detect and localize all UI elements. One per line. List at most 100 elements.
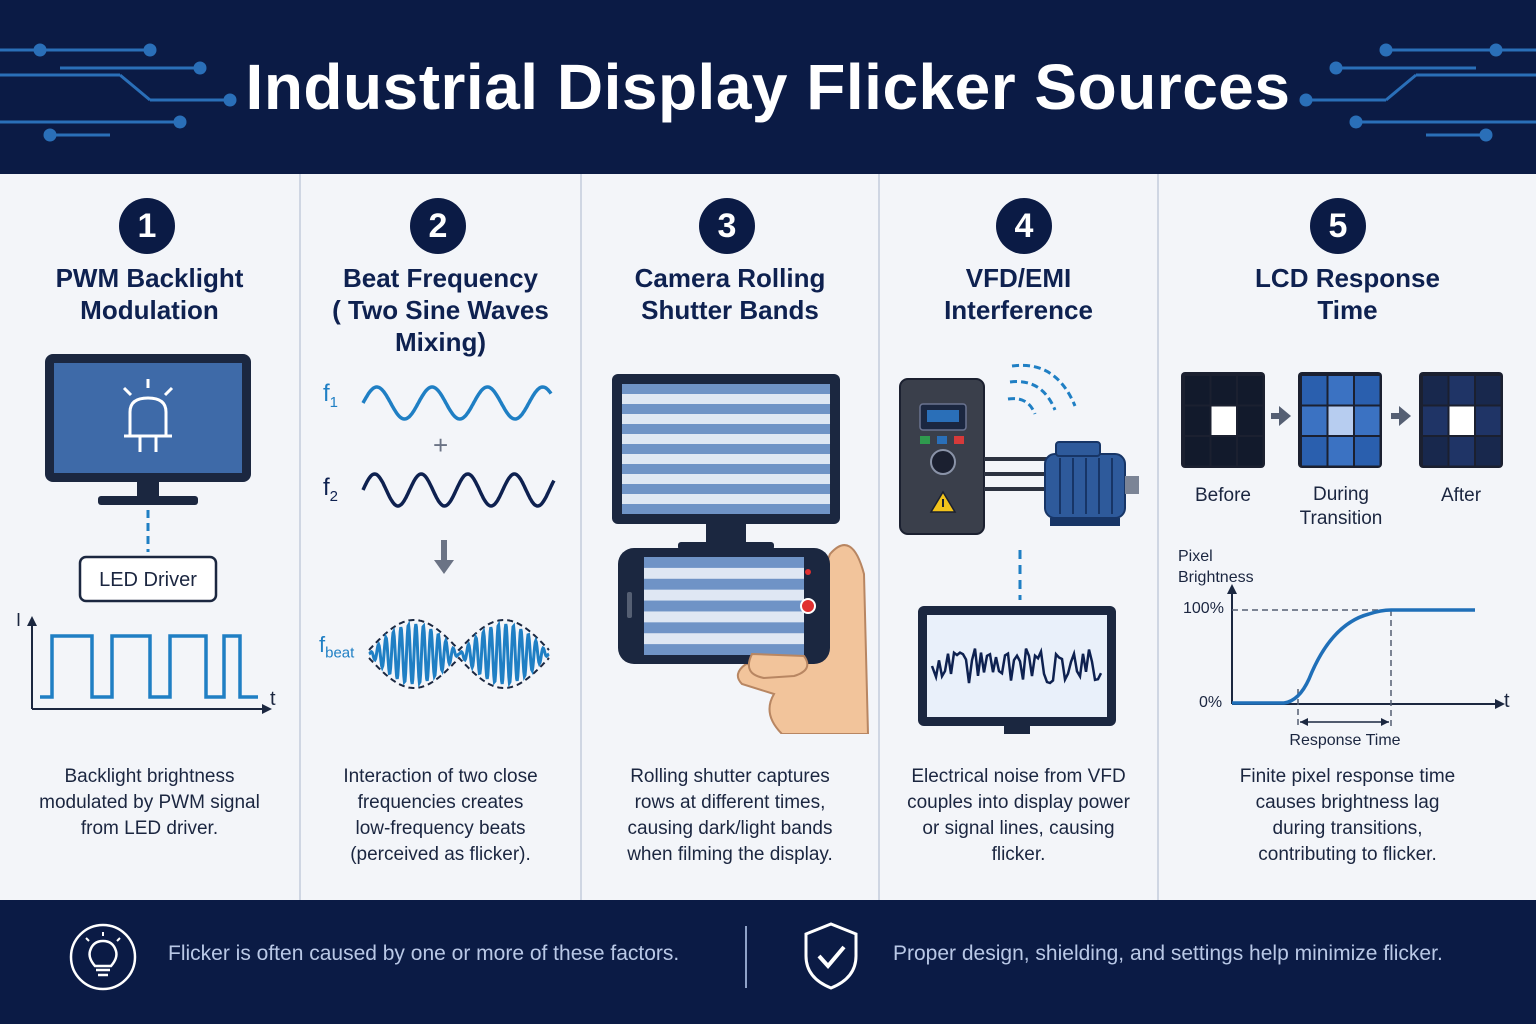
- shutter-band: [644, 644, 804, 655]
- y-low-label: 0%: [1199, 694, 1223, 711]
- pixel-cell: [1355, 437, 1380, 466]
- led-bulb-icon: [122, 379, 174, 452]
- panel-row: 1 PWM Backlight Modulation: [0, 174, 1536, 900]
- footer-banner: Flicker is often caused by one or more o…: [0, 900, 1536, 1024]
- led-driver-label: LED Driver: [99, 569, 197, 591]
- emi-waves-icon: [1007, 363, 1077, 415]
- beat-frequency-illustration: [361, 385, 556, 689]
- brightness-curve: [1232, 608, 1475, 705]
- fbeat-label: fbeat: [319, 632, 355, 662]
- panel-title: PWM Backlight Modulation: [55, 263, 244, 325]
- pixel-cell: [1449, 437, 1474, 466]
- panel-description: Backlight brightness modulated by PWM si…: [39, 766, 260, 839]
- pixel-cell: [1185, 376, 1210, 405]
- pixel-grid-before: [1181, 372, 1265, 468]
- pixel-cell: [1238, 437, 1263, 466]
- f1-label: f1: [323, 380, 339, 411]
- pixel-cell: [1302, 376, 1327, 405]
- y-high-label: 100%: [1183, 600, 1224, 617]
- thumb-icon: [748, 652, 809, 680]
- shutter-band: [622, 404, 830, 414]
- shield-check-icon: [804, 922, 858, 990]
- shutter-band: [622, 504, 830, 514]
- shutter-band: [644, 622, 804, 634]
- smartphone-icon: [618, 548, 830, 664]
- shutter-band: [644, 557, 804, 568]
- pixel-cell: [1238, 406, 1263, 435]
- pixel-cell: [1185, 406, 1210, 435]
- pixel-grid-during: [1298, 372, 1382, 468]
- pixel-cell: [1449, 376, 1474, 405]
- state-after-label: After: [1440, 485, 1482, 506]
- lightbulb-icon: [69, 923, 137, 991]
- pixel-cell: [1355, 376, 1380, 405]
- pixel-cell: [1328, 376, 1353, 405]
- monitor-icon: [918, 606, 1116, 734]
- step-badge-5: 5: [1310, 198, 1366, 254]
- arrow-right-icon: [1391, 406, 1411, 426]
- panel-title: Camera Rolling Shutter Bands: [634, 263, 826, 325]
- axis-t-label: t: [270, 688, 276, 710]
- pixel-cell: [1423, 406, 1448, 435]
- response-time-chart: [1227, 584, 1505, 726]
- shutter-band: [622, 384, 830, 394]
- panel-vfd-emi: 4 VFD/EMI Interference: [880, 174, 1159, 900]
- pixel-cell: [1476, 376, 1501, 405]
- circuit-decoration-right: [1299, 43, 1536, 142]
- step-badge-2: 2: [410, 198, 466, 254]
- footer-right-text: Proper design, shielding, and settings h…: [893, 942, 1443, 965]
- pixel-cell: [1211, 376, 1236, 405]
- page-title: Industrial Display Flicker Sources: [245, 51, 1291, 123]
- pixel-cell: [1211, 437, 1236, 466]
- pixel-cell: [1476, 406, 1501, 435]
- pixel-grid-after: [1419, 372, 1503, 468]
- vfd-drive-icon: [899, 378, 985, 535]
- monitor-icon: [612, 374, 840, 550]
- state-before-label: Before: [1195, 485, 1251, 506]
- pixel-cell: [1211, 406, 1236, 435]
- panel-pwm-backlight: 1 PWM Backlight Modulation: [0, 174, 301, 900]
- shutter-band: [622, 484, 830, 494]
- panel-lcd-response: 5 LCD Response Time: [1159, 174, 1536, 900]
- shutter-band: [622, 444, 830, 454]
- axis-t-label: t: [1504, 690, 1510, 712]
- led-driver-box: [78, 555, 218, 603]
- pixel-cell: [1449, 406, 1474, 435]
- pixel-cell: [1238, 376, 1263, 405]
- header-banner: Industrial Display Flicker Sources: [0, 0, 1536, 174]
- shutter-band: [644, 600, 804, 612]
- beat-waveform: [368, 620, 550, 688]
- lcd-response-illustration: [1181, 372, 1505, 726]
- pixel-cell: [1423, 437, 1448, 466]
- panel-title: Beat Frequency ( Two Sine Waves Mixing): [332, 263, 549, 357]
- wave-f1: [361, 385, 553, 421]
- motor-icon: [1044, 441, 1139, 526]
- panel-title: LCD Response Time: [1255, 263, 1440, 325]
- f2-label: f2: [323, 474, 339, 505]
- pixel-cell: [1302, 437, 1327, 466]
- pixel-cell: [1328, 437, 1353, 466]
- pwm-waveform-chart: [27, 616, 272, 714]
- beat-envelope-bottom: [368, 656, 550, 689]
- shutter-band: [622, 464, 830, 474]
- shutter-band: [622, 424, 830, 434]
- rolling-shutter-illustration: [612, 374, 870, 734]
- step-badge-3: 3: [699, 198, 755, 254]
- panel-description: Finite pixel response time causes bright…: [1239, 766, 1456, 865]
- panel-camera-rolling-shutter: 3 Camera Rolling Shutter Bands: [582, 174, 880, 900]
- pixel-cell: [1355, 406, 1380, 435]
- footer-divider: [745, 926, 747, 988]
- footer-left-text: Flicker is often caused by one or more o…: [168, 942, 680, 965]
- pixel-cell: [1476, 437, 1501, 466]
- plus-sign: +: [433, 430, 449, 460]
- noise-signal: [930, 647, 1103, 685]
- panel-description: Interaction of two close frequencies cre…: [343, 766, 538, 865]
- pixel-cell: [1185, 437, 1210, 466]
- panel-beat-frequency: 2 Beat Frequency ( Two Sine Waves Mixing…: [301, 174, 582, 900]
- arrow-right-icon: [1271, 406, 1291, 426]
- step-badge-4: 4: [996, 198, 1052, 254]
- circuit-decoration-left: [0, 43, 237, 142]
- pwm-illustration: [27, 354, 272, 714]
- panel-description: Electrical noise from VFD couples into d…: [907, 766, 1130, 865]
